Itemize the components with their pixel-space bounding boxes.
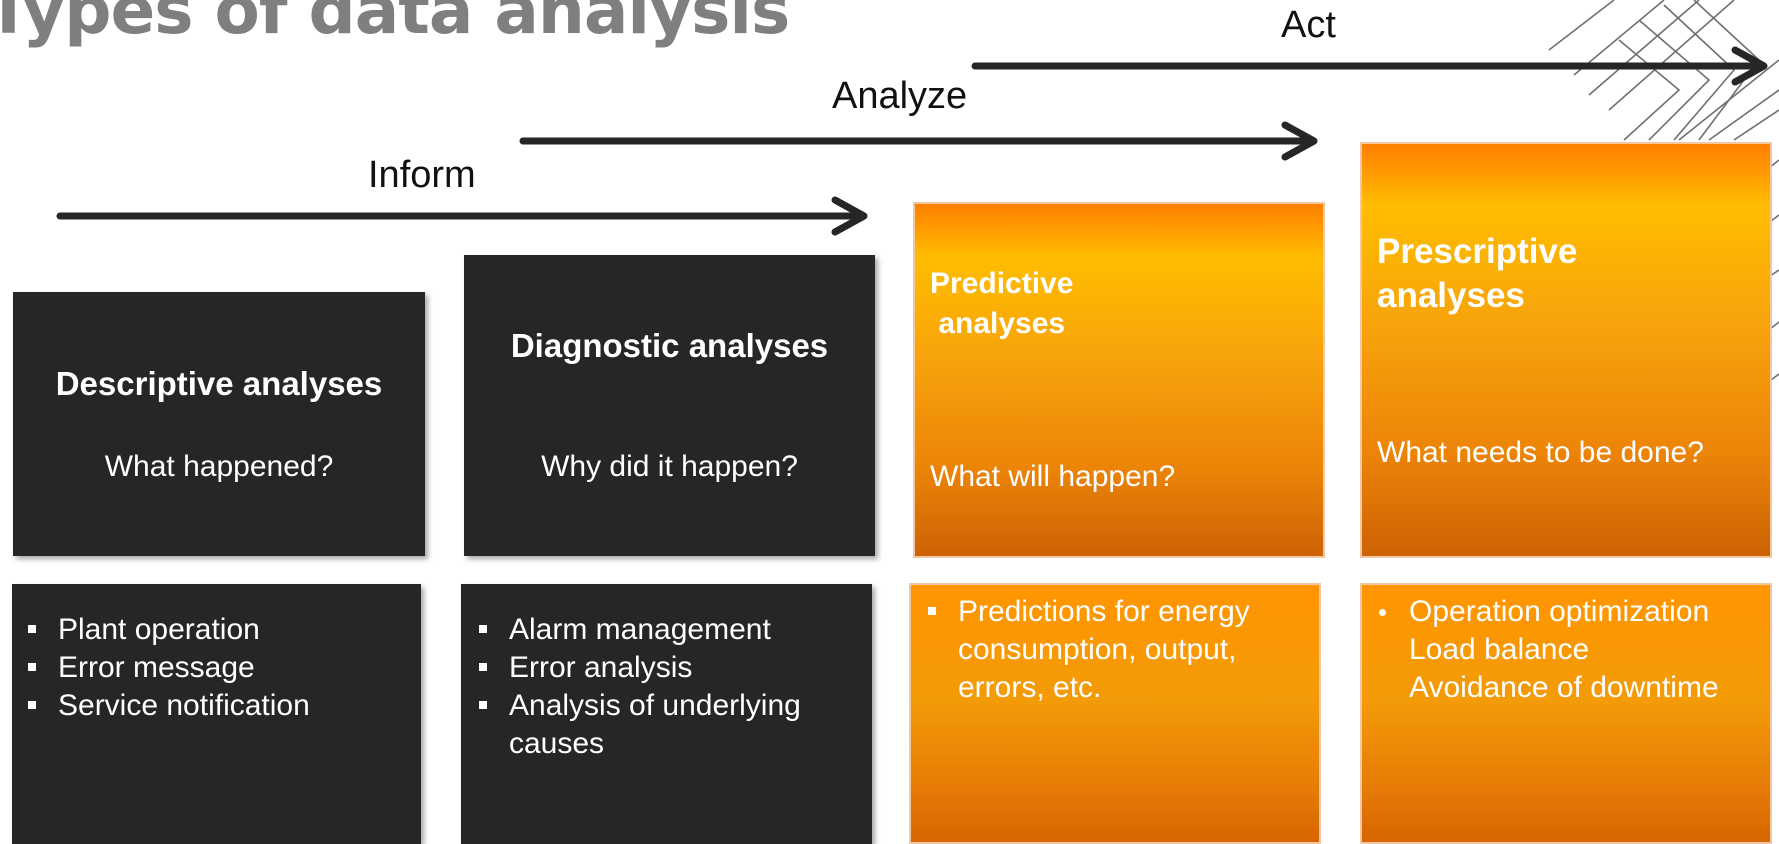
predictive-heading: Predictive analyses	[930, 267, 1074, 340]
list-item: Error analysis	[479, 649, 801, 687]
inform-arrow-head	[831, 196, 868, 236]
descriptive-examples-list: Plant operation Error message Service no…	[28, 611, 310, 725]
bullet-icon	[479, 701, 487, 709]
bullet-icon	[28, 701, 36, 709]
act-arrow-head	[1731, 46, 1768, 86]
descriptive-card: Descriptive analyses What happened?	[13, 292, 425, 556]
predictive-question: What will happen?	[930, 460, 1176, 493]
descriptive-question: What happened?	[104, 450, 334, 483]
list-item: Alarm management	[479, 611, 801, 649]
list-item: Service notification	[28, 687, 310, 725]
diagnostic-card: Diagnostic analyses Why did it happen?	[464, 255, 875, 556]
list-item: Error message	[28, 649, 310, 687]
bullet-icon	[479, 663, 487, 671]
inform-label: Inform	[368, 154, 476, 196]
slide-title: Types of data analysis	[0, 0, 790, 49]
list-item: Plant operation	[28, 611, 310, 649]
bullet-icon	[28, 625, 36, 633]
predictive-card: Predictive analyses What will happen?	[913, 202, 1325, 558]
diagnostic-examples-list: Alarm management Error analysis Analysis…	[479, 611, 801, 763]
bullet-icon	[479, 625, 487, 633]
act-label: Act	[1281, 4, 1336, 46]
bullet-icon	[28, 663, 36, 671]
prescriptive-question: What needs to be done?	[1377, 436, 1704, 469]
bullet-icon	[928, 607, 936, 615]
bullet-icon	[1379, 609, 1386, 616]
descriptive-heading: Descriptive analyses	[55, 365, 383, 402]
decorative-line-pattern	[1548, 0, 1779, 381]
diagnostic-question: Why did it happen?	[541, 450, 798, 483]
diagnostic-examples-card: Alarm management Error analysis Analysis…	[461, 584, 872, 844]
descriptive-examples-card: Plant operation Error message Service no…	[12, 584, 421, 844]
analyze-arrow-head	[1281, 121, 1318, 161]
analyze-label: Analyze	[832, 75, 968, 117]
diagnostic-heading: Diagnostic analyses	[510, 327, 829, 364]
